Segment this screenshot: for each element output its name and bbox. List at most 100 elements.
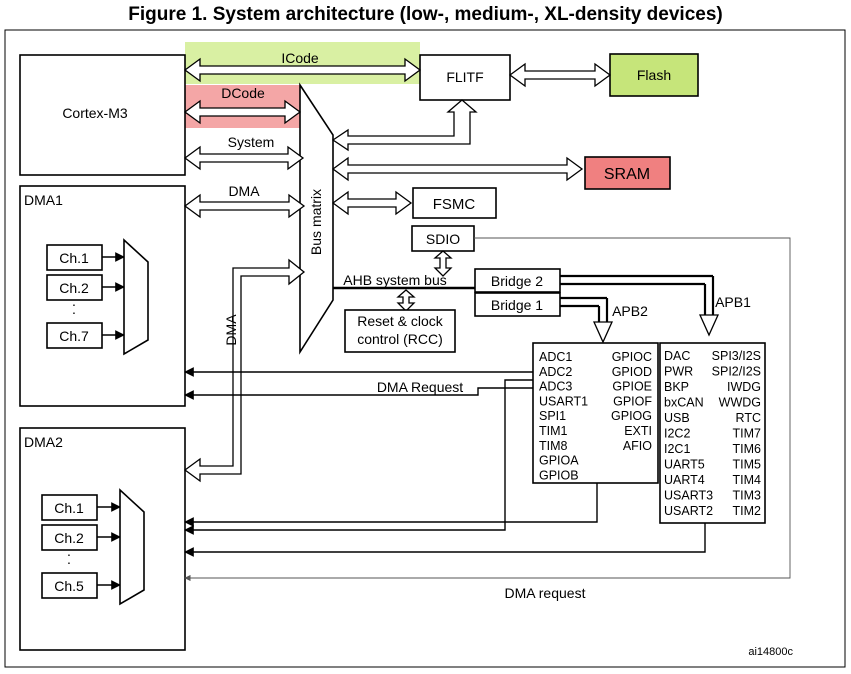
apb1-left-item: UART4	[664, 473, 705, 487]
dma-request-line-3	[184, 387, 533, 400]
dma2-label: DMA2	[24, 434, 63, 450]
outer-frame	[4, 29, 846, 668]
apb2-right-item: GPIOG	[611, 409, 652, 423]
sdio-ahb-arrow	[433, 250, 453, 277]
cortex-m3-label: Cortex-M3	[62, 105, 128, 121]
figure-title: Figure 1. System architecture (low-, med…	[128, 4, 723, 25]
apb1-left-item: PWR	[664, 365, 693, 379]
apb2-left-item: ADC2	[539, 365, 572, 379]
dma1-channel-1-label: Ch.1	[59, 250, 89, 266]
dma-request-label-1: DMA Request	[377, 379, 463, 395]
dma1-channel-1	[46, 244, 103, 271]
apb1-left-item: USB	[664, 411, 690, 425]
system-bus-arrow	[183, 145, 305, 171]
dma1-channel-7-label: Ch.7	[59, 328, 89, 344]
bridge2-label: Bridge 2	[491, 273, 543, 289]
apb2-right-item: GPIOC	[612, 350, 652, 364]
dma1-channel-2	[46, 274, 103, 301]
ahb-label: AHB system bus	[343, 272, 446, 288]
apb1-right-item: TIM7	[733, 427, 762, 441]
ahb-rcc-arrow	[396, 289, 416, 312]
dma2-arbiter	[119, 488, 145, 606]
apb2-left-item: GPIOB	[539, 468, 579, 482]
dma1-channel-2-label: Ch.2	[59, 280, 89, 296]
apb2-left-item: ADC3	[539, 380, 572, 394]
apb2-label: APB2	[612, 303, 648, 319]
dma-request-label-2: DMA request	[505, 585, 586, 601]
bus-matrix-label: Bus matrix	[308, 189, 324, 255]
dma2-ellipsis-2: ·	[67, 554, 72, 570]
dma2-channel-1-label: Ch.1	[54, 500, 84, 516]
dma-bus-label: DMA	[228, 183, 260, 199]
apb2-left-item: TIM1	[539, 424, 568, 438]
fsmc-block	[412, 187, 497, 219]
apb2-right-item: GPIOF	[613, 394, 652, 408]
icode-label: ICode	[281, 50, 319, 66]
apb1-label: APB1	[715, 294, 751, 310]
sdio-dma-request-line	[184, 237, 791, 582]
apb2-right-item: GPIOD	[612, 365, 652, 379]
cortex-m3-block	[19, 54, 186, 176]
matrix-to-sram-arrow	[331, 156, 584, 182]
sram-label: SRAM	[604, 166, 650, 183]
flitf-label: FLITF	[446, 69, 483, 85]
apb1-left-item: DAC	[664, 349, 690, 363]
sdio-label: SDIO	[426, 231, 460, 247]
apb1-arrowhead	[698, 314, 720, 337]
dma-request-line-2	[184, 379, 533, 535]
dcode-bus-arrow	[183, 99, 302, 125]
apb1-right-item: RTC	[736, 411, 761, 425]
dma-vertical-label: DMA	[223, 314, 239, 346]
dma2-bus-arrow	[183, 258, 306, 483]
apb2-right-item: AFIO	[623, 439, 652, 453]
apb1-right-item: TIM5	[733, 458, 762, 472]
apb2-right-item: GPIOE	[612, 380, 652, 394]
apb1-left-item: BKP	[664, 380, 689, 394]
bridge1-block	[474, 292, 561, 317]
rcc-block	[344, 309, 456, 353]
dcode-label: DCode	[221, 85, 265, 101]
apb2-peripherals-block	[532, 342, 659, 484]
apb1-left-item: USART3	[664, 489, 713, 503]
apb2-right-item: EXTI	[624, 424, 652, 438]
apb1-right-item: IWDG	[727, 380, 761, 394]
apb1-right-item: WWDG	[719, 396, 761, 410]
matrix-to-fsmc-arrow	[331, 190, 413, 216]
icode-bus-arrow	[183, 57, 422, 83]
apb1-left-item: bxCAN	[664, 396, 704, 410]
apb1-right-item: SPI2/I2S	[712, 365, 761, 379]
apb1-right-item: TIM4	[733, 473, 762, 487]
apb1-right-item: TIM2	[733, 504, 762, 518]
dcode-highlight	[185, 85, 300, 128]
sram-block	[584, 156, 671, 190]
apb1-left-item: UART5	[664, 458, 705, 472]
apb1-left-item: I2C2	[664, 427, 690, 441]
bridge2-block	[474, 268, 561, 293]
apb1-right-list: SPI3/I2SSPI2/I2SIWDGWWDGRTCTIM7TIM6TIM5T…	[712, 349, 761, 518]
dma2-channel-1	[41, 494, 98, 521]
apb1-right-item: TIM6	[733, 442, 762, 456]
rcc-label-line2: control (RCC)	[357, 331, 443, 347]
apb2-left-item: USART1	[539, 394, 588, 408]
dma1-ellipsis-1: ·	[72, 296, 77, 312]
bridge1-label: Bridge 1	[491, 297, 543, 313]
apb2-left-item: GPIOA	[539, 454, 579, 468]
flitf-block	[419, 54, 511, 101]
dma-request-line-4	[184, 483, 598, 527]
figure-id: ai14800c	[748, 646, 793, 658]
matrix-to-flitf-arrow	[331, 99, 478, 152]
apb2-left-item: ADC1	[539, 350, 572, 364]
dma2-ellipsis-1: ·	[67, 546, 72, 562]
system-label: System	[228, 134, 275, 150]
dma1-arbiter	[123, 238, 149, 356]
dma1-ellipsis-2: ·	[72, 304, 77, 320]
flash-label: Flash	[637, 67, 671, 83]
bus-matrix	[299, 82, 334, 355]
apb2-arrowhead	[592, 321, 614, 344]
apb1-peripherals-block	[659, 342, 766, 524]
dma1-bus-arrow	[183, 193, 306, 219]
flitf-flash-arrow	[508, 62, 612, 88]
